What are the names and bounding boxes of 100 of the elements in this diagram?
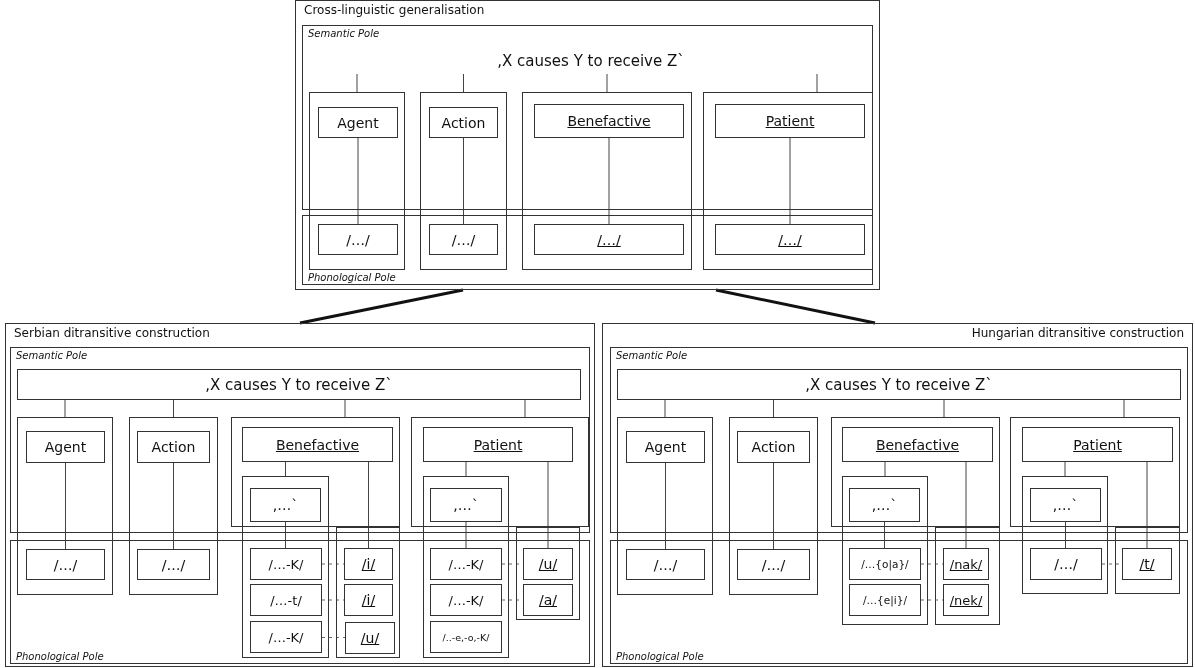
- connector-line: [606, 73, 608, 93]
- term-label: /u/: [360, 630, 380, 646]
- connector-line: [463, 73, 464, 93]
- term-label: /..-e,-o,-K/: [442, 631, 490, 643]
- term-label: /…-K/: [268, 556, 304, 572]
- term-box: [849, 584, 921, 616]
- term-label: /…/: [451, 231, 476, 248]
- term-box: [250, 548, 322, 580]
- connector-line: [463, 137, 464, 225]
- construction-panel: [295, 0, 880, 290]
- term-label: Benefactive: [567, 113, 651, 129]
- term-label: /…/: [653, 556, 678, 573]
- term-box: [429, 224, 498, 255]
- connector-line: [1146, 461, 1148, 549]
- connector-line: [285, 521, 286, 549]
- connector-line: [524, 399, 526, 418]
- term-box: [430, 548, 502, 580]
- term-box: [137, 549, 210, 580]
- dashed-link: [321, 637, 346, 638]
- term-box: [715, 224, 865, 255]
- construction-panel: [5, 323, 595, 667]
- term-label: Agent: [337, 114, 379, 131]
- column-frame: [411, 417, 589, 527]
- term-label: /i/: [361, 592, 376, 608]
- connector-line: [65, 462, 66, 550]
- connector-line: [884, 461, 886, 477]
- term-label: Patient: [473, 436, 523, 453]
- term-label: /…{e|i}/: [863, 594, 907, 606]
- connector-line: [789, 137, 791, 225]
- term-box: [849, 548, 921, 580]
- connector-line: [356, 73, 358, 93]
- term-label: ,…`: [1052, 497, 1079, 513]
- term-box: [523, 548, 573, 580]
- term-box: [250, 621, 322, 653]
- column-frame: [1115, 527, 1180, 594]
- dashed-link: [920, 599, 944, 601]
- column-frame: [842, 476, 928, 625]
- term-box: [242, 427, 393, 462]
- pole-label: Semantic Pole: [16, 350, 88, 361]
- connector-line: [64, 399, 66, 418]
- column-frame: [17, 417, 113, 595]
- panel-title: Hungarian ditransitive construction: [971, 326, 1184, 340]
- term-box: [849, 488, 920, 522]
- term-box: [430, 584, 502, 616]
- connector-line: [773, 399, 774, 418]
- connector-line: [285, 461, 286, 477]
- column-frame: [516, 527, 580, 620]
- connector-line: [664, 399, 666, 418]
- term-box: [344, 548, 393, 580]
- column-frame: [935, 527, 1000, 625]
- term-box: [523, 584, 573, 616]
- term-box: [1122, 548, 1172, 580]
- term-label: Agent: [44, 439, 87, 455]
- term-box: [429, 107, 498, 138]
- term-label: Benefactive: [875, 436, 960, 453]
- term-box: [318, 224, 398, 255]
- term-box: [1022, 427, 1173, 462]
- term-label: /nek/: [949, 592, 983, 608]
- term-label: /t/: [1139, 556, 1155, 572]
- term-box: [423, 427, 573, 462]
- connector-line: [943, 399, 945, 418]
- term-box: [137, 431, 210, 463]
- term-label: /nak/: [949, 556, 983, 572]
- dashed-link: [920, 563, 944, 565]
- term-label: /i/: [361, 556, 376, 572]
- panel-title: Serbian ditransitive construction: [14, 326, 210, 340]
- pole-label: Semantic Pole: [616, 350, 688, 361]
- connector-line: [608, 137, 610, 225]
- term-label: /…/: [53, 556, 78, 573]
- meaning-text: ,X causes Y to receive Z`: [805, 375, 993, 394]
- pole-label: Semantic Pole: [308, 28, 380, 39]
- construction-panel: [602, 323, 1193, 667]
- connector-line: [173, 399, 174, 418]
- panel-title: Cross-linguistic generalisation: [304, 3, 485, 17]
- column-frame: [729, 417, 818, 595]
- term-label: /…/: [1054, 556, 1078, 572]
- column-frame: [703, 92, 873, 270]
- term-label: Patient: [765, 113, 815, 129]
- term-label: /…-K/: [448, 592, 484, 608]
- meaning-text: ,X causes Y to receive Z`: [309, 48, 873, 74]
- term-box: [1030, 488, 1101, 522]
- term-box: [626, 549, 705, 580]
- term-label: /u/: [538, 556, 558, 572]
- term-box: [842, 427, 993, 462]
- column-frame: [1010, 417, 1180, 527]
- meaning-box: [617, 369, 1181, 400]
- connector-line: [547, 461, 549, 549]
- term-box: [26, 549, 105, 580]
- column-frame: [617, 417, 713, 595]
- dashed-link: [321, 563, 345, 565]
- term-box: [737, 431, 810, 463]
- term-label: /…/: [761, 556, 786, 573]
- term-box: [943, 584, 989, 616]
- column-frame: [831, 417, 1000, 527]
- column-frame: [242, 476, 329, 658]
- connector-line: [368, 461, 369, 549]
- term-box: [430, 488, 502, 522]
- meaning-box: [17, 369, 581, 400]
- column-frame: [1022, 476, 1108, 594]
- term-box: [1030, 548, 1102, 580]
